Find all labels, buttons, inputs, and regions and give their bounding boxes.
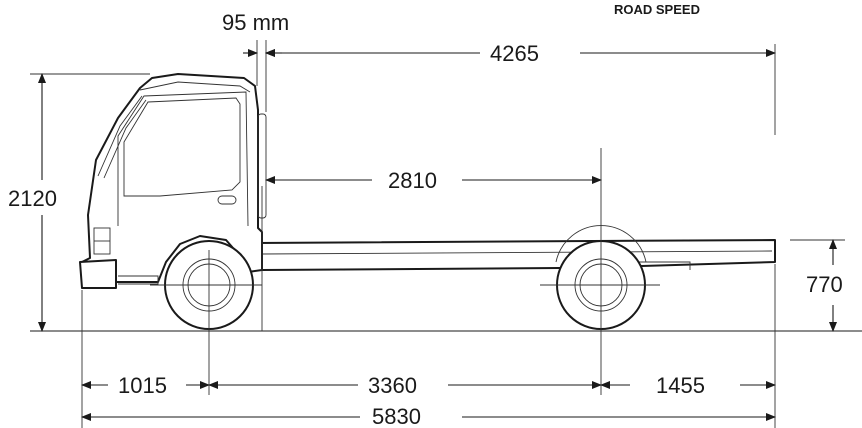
a-pillar-inner — [103, 99, 147, 179]
overall-length-label: 5830 — [372, 404, 421, 428]
frame-height-label: 770 — [806, 272, 843, 297]
height-label: 2120 — [8, 186, 57, 211]
rear-overhang-label: 1455 — [656, 373, 705, 398]
door-handle — [217, 195, 237, 205]
rear-frame-bracket — [620, 261, 691, 270]
chassis-frame — [254, 239, 776, 271]
a-pillar — [97, 95, 143, 177]
front-overhang-label: 1015 — [118, 373, 167, 398]
door-outline — [117, 91, 249, 227]
cab-step — [118, 275, 159, 285]
wheelbase-label: 3360 — [368, 373, 417, 398]
dimension-lines: 95 mm 4265 2120 2810 770 1015 3360 1455 — [8, 10, 843, 428]
cab-to-end-label: 4265 — [490, 41, 539, 66]
frame-rail-line — [261, 250, 773, 255]
cab-to-axle-label: 2810 — [388, 168, 437, 193]
cab-roof-line — [139, 81, 251, 93]
gap-label: 95 mm — [222, 10, 289, 35]
side-window — [123, 97, 241, 197]
truck-illustration — [79, 73, 776, 330]
road-speed-heading: ROAD SPEED — [614, 2, 700, 17]
front-bumper — [79, 259, 117, 289]
